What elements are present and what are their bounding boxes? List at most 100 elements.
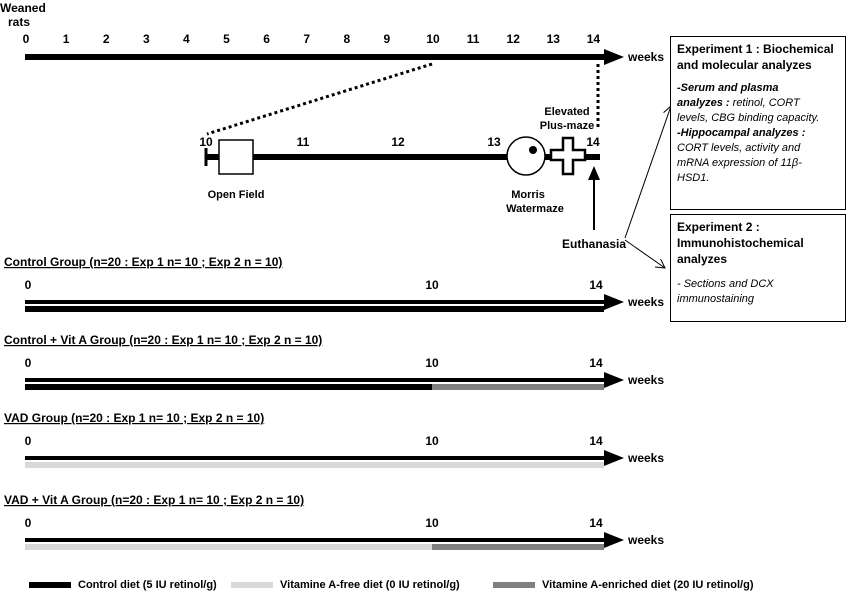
pointer-to-experiment-1 [624,106,671,239]
group-arrowhead [604,450,624,466]
zoom-tick-label: 13 [487,135,501,149]
legend-enriched: Vitamine A-enriched diet (20 IU retinol/… [493,579,753,591]
watermaze-label: Watermaze [506,203,564,215]
main-tick-label: 5 [223,32,230,46]
rats-label: rats [8,15,30,29]
main-tick-label: 9 [384,32,391,46]
group-end-tick: 14 [589,516,603,530]
group-arrowhead [604,532,624,548]
group-mid-tick: 10 [425,278,439,292]
serum-heading: -Serum and plasma [677,82,779,94]
group-weeks-label: weeks [627,533,664,547]
group-mid-tick: 10 [425,516,439,530]
main-tick-label: 12 [507,32,521,46]
group-weeks-label: weeks [627,295,664,309]
main-tick-label: 4 [183,32,190,46]
experiment-2-text-2: immunostaining [677,293,755,305]
legend-control-label: Control diet (5 IU retinol/g) [78,579,217,591]
group-end-tick: 14 [589,356,603,370]
group-arrowhead [604,372,624,388]
main-timeline-arrowhead [604,49,624,65]
hippocampal-text-3: HSD1. [677,172,710,184]
hippocampal-text-2: mRNA expression of 11β- [677,157,802,169]
main-tick-label: 0 [23,32,30,46]
diet-bar-weeks-0-10 [25,544,432,550]
legend-enriched-swatch [493,582,535,588]
group-mid-tick: 10 [425,356,439,370]
group-name: VAD + Vit A Group (n=20 : Exp 1 n= 10 ; … [4,493,304,507]
platform-dot-icon [529,146,537,154]
experiment-1-title: Experiment 1 : Biochemical [677,42,834,56]
group-name: Control + Vit A Group (n=20 : Exp 1 n= 1… [4,333,322,347]
zoom-tick-label: 14 [586,135,600,149]
group-name: VAD Group (n=20 : Exp 1 n= 10 ; Exp 2 n … [4,411,264,425]
zoom-tick-label: 12 [391,135,405,149]
group-end-tick: 14 [589,434,603,448]
zoom-tick-label: 10 [199,135,213,149]
zoom-timeline: 10 11 12 13 14 Open Field Morris Watermaze E… [199,106,671,268]
diet-bar-weeks-0-10 [25,384,432,390]
hippocampal-text-1: CORT levels, activity and [677,142,801,154]
group-timeline: VAD Group (n=20 : Exp 1 n= 10 ; Exp 2 n … [4,411,664,468]
main-tick-label: 1 [63,32,70,46]
group-start-tick: 0 [25,434,32,448]
group-end-tick: 14 [589,278,603,292]
plus-maze-cross-icon [549,136,587,176]
hippocampal-heading: -Hippocampal analyzes : [677,127,806,139]
diet-bar-weeks-0-10 [25,462,432,468]
open-field-label: Open Field [208,189,265,201]
experiment-2-box: Experiment 2 : Immunohistochemical analy… [670,214,846,322]
main-tick-label: 2 [103,32,110,46]
morris-label: Morris [511,189,545,201]
group-weeks-label: weeks [627,451,664,465]
main-tick-label: 3 [143,32,150,46]
plus-maze-label: Plus-maze [540,120,594,132]
zoom-tick-label: 11 [297,135,310,149]
group-timeline: VAD + Vit A Group (n=20 : Exp 1 n= 10 ; … [4,493,664,550]
group-timeline: Control + Vit A Group (n=20 : Exp 1 n= 1… [4,333,664,390]
experiment-2-title: Experiment 2 : [677,220,760,234]
serum-text-1: retinol, CORT [729,97,800,109]
group-start-tick: 0 [25,278,32,292]
main-tick-label: 14 [587,32,601,46]
experiment-1-box: Experiment 1 : Biochemical and molecular… [670,36,846,210]
legend-control: Control diet (5 IU retinol/g) [29,579,217,591]
diet-bar-weeks-10-14 [432,306,604,312]
main-weeks-label: weeks [627,50,664,64]
group-timeline: Control Group (n=20 : Exp 1 n= 10 ; Exp … [4,255,664,312]
main-tick-label: 6 [263,32,270,46]
experiment-2-subtitle-2: analyzes [677,252,728,266]
weaned-label: Weaned [0,1,46,15]
euthanasia-label: Euthanasia [562,237,626,251]
experiment-2-subtitle: Immunohistochemical [677,236,804,250]
morris-watermaze-circle-icon [506,136,546,176]
main-tick-label: 10 [426,32,440,46]
elevated-label: Elevated [544,106,589,118]
legend-free-swatch [231,582,273,588]
serum-heading-2: analyzes : [677,97,730,109]
open-field-square-icon [218,139,254,175]
main-tick-label: 8 [343,32,350,46]
euthanasia-arrowhead-icon [588,166,600,180]
diet-bar-weeks-10-14 [432,462,604,468]
legend-free-label: Vitamine A-free diet (0 IU retinol/g) [280,579,460,591]
zoom-connector-left [206,62,433,136]
group-name: Control Group (n=20 : Exp 1 n= 10 ; Exp … [4,255,282,269]
legend-enriched-label: Vitamine A-enriched diet (20 IU retinol/… [542,579,754,591]
pointer-to-experiment-2 [624,239,665,268]
group-start-tick: 0 [25,516,32,530]
main-tick-label: 13 [547,32,561,46]
diet-bar-weeks-0-10 [25,306,432,312]
group-mid-tick: 10 [425,434,439,448]
group-weeks-label: weeks [627,373,664,387]
experiment-1-subtitle: and molecular analyzes [677,58,812,72]
group-start-tick: 0 [25,356,32,370]
main-tick-label: 7 [303,32,310,46]
legend-free: Vitamine A-free diet (0 IU retinol/g) [231,579,460,591]
serum-text-2: levels, CBG binding capacity. [677,112,820,124]
diet-bar-weeks-10-14 [432,544,604,550]
legend-control-swatch [29,582,71,588]
diet-bar-weeks-10-14 [432,384,604,390]
